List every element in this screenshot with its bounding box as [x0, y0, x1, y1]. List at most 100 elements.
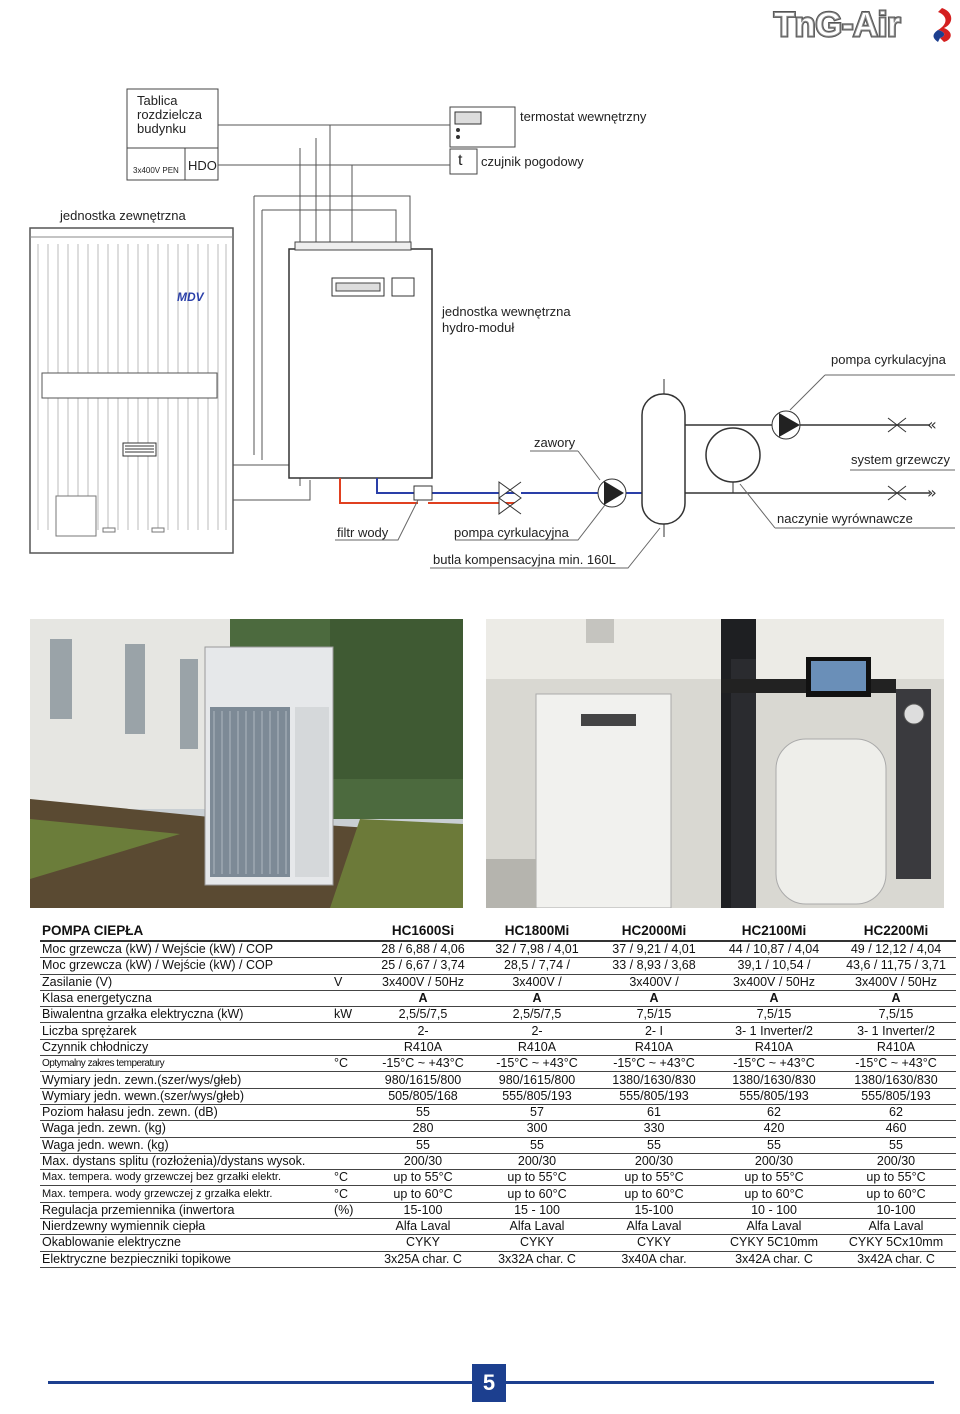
value-cell: up to 55°C: [478, 1169, 596, 1187]
value-cell: 300: [478, 1120, 596, 1138]
unit-cell: [332, 1137, 368, 1154]
value-cell: A: [478, 990, 596, 1008]
value-cell: 200/30: [368, 1153, 478, 1171]
hydro-module-label: jednostka wewnętrzna hydro-moduł: [442, 304, 571, 336]
param-cell: Poziom hałasu jedn. zewn. (dB): [40, 1104, 332, 1122]
param-cell: Zasilanie (V): [40, 974, 332, 991]
param-cell: Klasa energetyczna: [40, 990, 332, 1008]
outdoor-unit-photo: [30, 619, 463, 908]
thermostat-button-icon: [456, 128, 460, 132]
unit-cell: °C: [332, 1055, 368, 1073]
value-cell: 3x400V / 50Hz: [836, 974, 956, 991]
unit-cell: [332, 1120, 368, 1138]
value-cell: up to 55°C: [836, 1169, 956, 1187]
value-cell: 200/30: [478, 1153, 596, 1171]
value-cell: -15°C ~ +43°C: [368, 1055, 478, 1073]
value-cell: up to 60°C: [478, 1185, 596, 1203]
value-cell: 3x42A char. C: [836, 1251, 956, 1268]
table-row: Max. dystans splitu (rozłożenia)/dystans…: [40, 1153, 956, 1171]
value-cell: 3x400V /: [596, 974, 712, 991]
hdo-label: HDO: [188, 158, 217, 173]
buffer-tank: [641, 393, 686, 525]
value-cell: 39,1 / 10,54 /: [712, 957, 836, 975]
power-supply-label: 3x400V PEN: [133, 166, 179, 175]
unit-cell: [332, 1153, 368, 1171]
water-filter-icon: [413, 485, 433, 501]
logo-text-outline: TnG-Air: [774, 6, 901, 44]
param-cell: Max. tempera. wody grzewczej z grzałka e…: [40, 1185, 332, 1203]
value-cell: CYKY 5Cx10mm: [836, 1234, 956, 1252]
value-cell: 55: [478, 1137, 596, 1154]
installation-diagram: « » Tablica rozdzielcza budynku 3x400V P…: [0, 80, 960, 580]
thermostat-label: termostat wewnętrzny: [520, 109, 647, 124]
cold-pipe: [376, 478, 418, 494]
unit-cell: [332, 1251, 368, 1268]
value-cell: A: [368, 990, 478, 1008]
logo-drop-icon: [933, 30, 945, 42]
hydro-module-keypad-icon: [391, 277, 415, 297]
value-cell: 7,5/15: [836, 1006, 956, 1024]
unit-cell: (%): [332, 1202, 368, 1220]
valve-return-icon: [887, 485, 907, 501]
value-cell: 3x32A char. C: [478, 1251, 596, 1268]
value-cell: 49 / 12,12 / 4,04: [836, 941, 956, 959]
value-cell: 3x400V / 50Hz: [368, 974, 478, 991]
value-cell: 15-100: [368, 1202, 478, 1220]
value-cell: -15°C ~ +43°C: [712, 1055, 836, 1073]
value-cell: up to 60°C: [596, 1185, 712, 1203]
param-cell: Nierdzewny wymiennik ciepła: [40, 1218, 332, 1236]
param-cell: Moc grzewcza (kW) / Wejście (kW) / COP: [40, 941, 332, 959]
logo-text: TnG-Air: [774, 6, 901, 44]
value-cell: 37 / 9,21 / 4,01: [596, 941, 712, 959]
value-cell: R410A: [712, 1039, 836, 1057]
param-cell: Wymiary jedn. zewn.(szer/wys/głeb): [40, 1071, 332, 1089]
column-header: [332, 920, 368, 942]
value-cell: CYKY: [368, 1234, 478, 1252]
value-cell: 55: [712, 1137, 836, 1154]
value-cell: Alfa Laval: [712, 1218, 836, 1236]
weather-sensor-label: czujnik pogodowy: [481, 154, 584, 169]
value-cell: 980/1615/800: [478, 1071, 596, 1089]
value-cell: up to 60°C: [836, 1185, 956, 1203]
hydro-module-label-line: hydro-moduł: [442, 320, 515, 335]
value-cell: A: [712, 990, 836, 1008]
value-cell: 25 / 6,67 / 3,74: [368, 957, 478, 975]
value-cell: 3x40A char.: [596, 1251, 712, 1268]
unit-cell: [332, 941, 368, 959]
value-cell: CYKY: [478, 1234, 596, 1252]
unit-cell: [332, 1071, 368, 1089]
value-cell: 57: [478, 1104, 596, 1122]
value-cell: 15 - 100: [478, 1202, 596, 1220]
switchboard-label: Tablica rozdzielcza budynku: [137, 94, 202, 136]
value-cell: 55: [596, 1137, 712, 1154]
thermostat-display-icon: [454, 111, 482, 125]
value-cell: -15°C ~ +43°C: [836, 1055, 956, 1073]
value-cell: 15-100: [596, 1202, 712, 1220]
value-cell: Alfa Laval: [368, 1218, 478, 1236]
value-cell: 200/30: [596, 1153, 712, 1171]
value-cell: 3x42A char. C: [712, 1251, 836, 1268]
unit-cell: [332, 1218, 368, 1236]
table-row: Max. tempera. wody grzewczej bez grzałki…: [40, 1169, 956, 1187]
param-cell: Czynnik chłodniczy: [40, 1039, 332, 1057]
valve-icon: [498, 481, 522, 515]
param-cell: Regulacja przemiennika (inwertora: [40, 1202, 332, 1220]
column-header: HC2200Mi: [836, 920, 956, 942]
wiring: [218, 124, 450, 501]
valve-supply-icon: [887, 417, 907, 433]
table-row: Regulacja przemiennika (inwertora(%)15-1…: [40, 1202, 956, 1220]
value-cell: 44 / 10,87 / 4,04: [712, 941, 836, 959]
hydro-module-screen: [335, 282, 381, 292]
switchboard-label-line: rozdzielcza: [137, 107, 203, 122]
value-cell: R410A: [836, 1039, 956, 1057]
param-cell: Waga jedn. zewn. (kg): [40, 1120, 332, 1138]
value-cell: up to 55°C: [712, 1169, 836, 1187]
